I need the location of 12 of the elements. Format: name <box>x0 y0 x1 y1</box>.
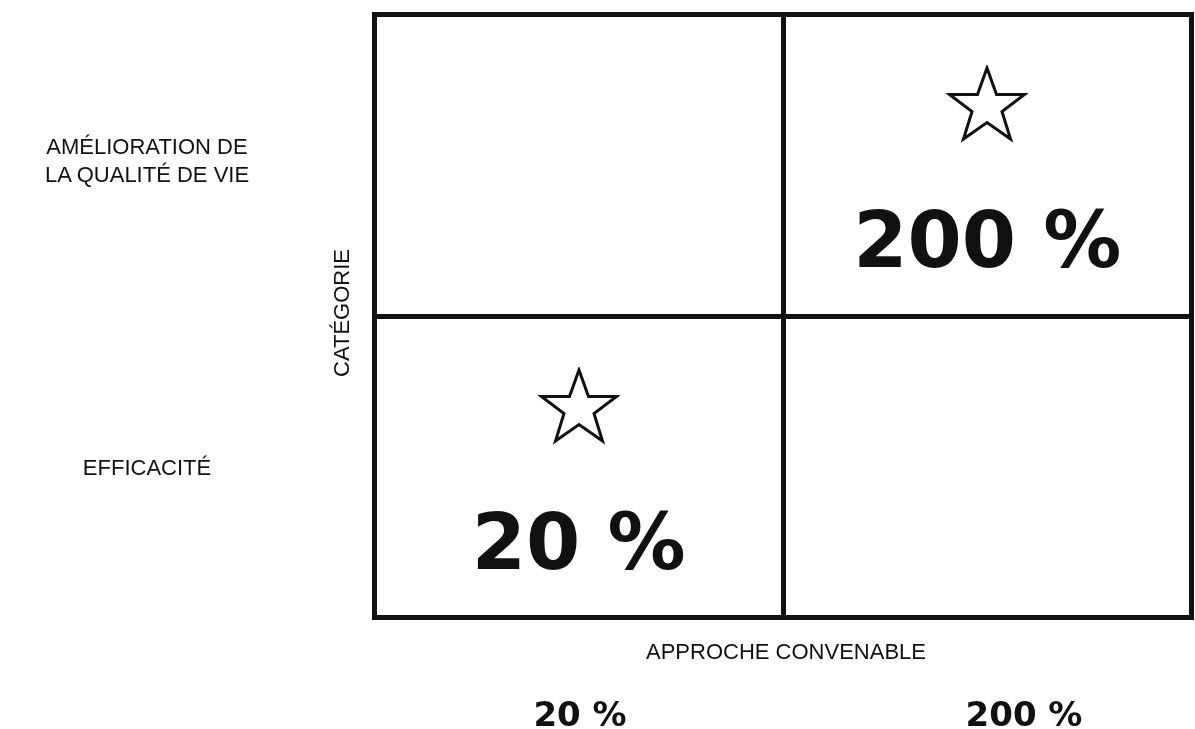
quadrant <box>377 318 781 615</box>
empty-quadrant <box>785 318 1189 615</box>
percentage-value: 200 % <box>853 201 1122 279</box>
axis-title: APPROCHE CONVENABLE <box>646 638 926 666</box>
axis-label: EFFICACITÉ <box>82 454 212 482</box>
axis-title: CATÉGORIE <box>328 249 356 377</box>
percentage-value: 20 % <box>471 502 686 581</box>
axis-label: AMÉLIORATION DE LA QUALITÉ DE VIE <box>43 132 251 188</box>
tick-label: 200 % <box>965 692 1083 729</box>
tick-label: 20 % <box>533 692 627 729</box>
quadrant <box>785 17 1189 314</box>
empty-quadrant <box>377 17 781 314</box>
